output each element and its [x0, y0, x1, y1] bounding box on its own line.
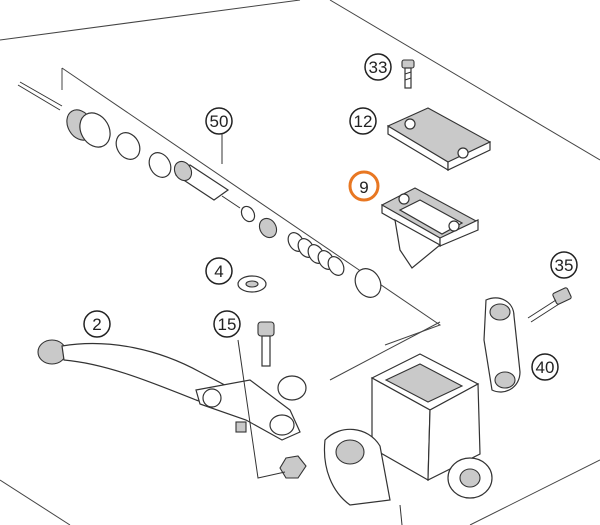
- callout-12-label: 12: [354, 112, 373, 131]
- callout-9-highlighted[interactable]: 9: [348, 170, 380, 202]
- callout-40[interactable]: 40: [531, 353, 559, 381]
- callout-15-ring: [213, 310, 241, 338]
- callout-4[interactable]: 4: [205, 257, 233, 285]
- callout-15[interactable]: 15: [213, 310, 241, 338]
- diaphragm-part-9: [380, 187, 480, 269]
- washer-part-4: [237, 275, 267, 293]
- callout-35-label: 35: [555, 256, 574, 275]
- callout-33-label: 33: [369, 58, 388, 77]
- callout-2[interactable]: 2: [83, 310, 111, 338]
- callout-4-label: 4: [214, 262, 223, 281]
- callout-35-ring: [550, 251, 578, 279]
- callout-12[interactable]: 12: [349, 107, 377, 135]
- callout-9-label: 9: [359, 178, 368, 197]
- screw-part-33: [401, 59, 415, 89]
- callout-50-ring: [205, 107, 233, 135]
- spring: [287, 232, 345, 276]
- bolt-part-35: [527, 287, 572, 323]
- callout-33-ring: [364, 53, 392, 81]
- master-cylinder-housing: [323, 353, 493, 525]
- callout-40-label: 40: [536, 358, 555, 377]
- piston-kit-part-50: [17, 81, 382, 298]
- callout-33[interactable]: 33: [364, 53, 392, 81]
- callout-2-label: 2: [92, 315, 101, 334]
- pivot-bolt-part-15: [237, 321, 307, 479]
- clamp-part-40: [483, 297, 521, 393]
- callout-15-label: 15: [218, 315, 237, 334]
- callout-9-ring: [348, 170, 380, 202]
- reservoir-cover-part-12: [386, 107, 492, 172]
- callout-4-ring: [205, 257, 233, 285]
- callout-35[interactable]: 35: [550, 251, 578, 279]
- callout-50[interactable]: 50: [205, 107, 233, 164]
- brake-lever-part-2: [37, 339, 301, 441]
- callout-50-label: 50: [210, 112, 229, 131]
- callout-2-ring: [83, 310, 111, 338]
- callout-12-ring: [349, 107, 377, 135]
- callout-40-ring: [531, 353, 559, 381]
